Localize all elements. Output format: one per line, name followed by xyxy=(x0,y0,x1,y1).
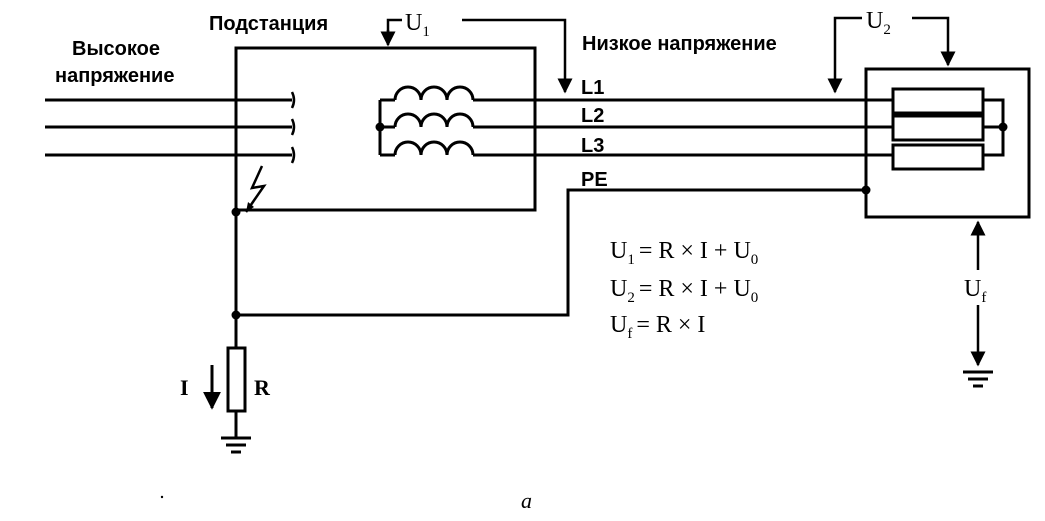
equation-u1: U1= R × I + U0 xyxy=(610,238,758,268)
equation-uf: Uf= R × I xyxy=(610,312,705,342)
low-voltage-label: Низкое напряжение xyxy=(582,33,777,55)
fault-lightning-icon xyxy=(244,165,267,213)
speck xyxy=(160,495,164,499)
pe-label: PE xyxy=(581,169,608,191)
low-voltage-lines xyxy=(473,98,893,157)
grounding-conductor xyxy=(231,185,871,348)
star-point-dot xyxy=(375,122,385,132)
high-voltage-label-1: Высокое xyxy=(72,38,160,60)
l1-label: L1 xyxy=(581,77,604,99)
u1-symbol: U1 xyxy=(405,10,430,40)
l2-label: L2 xyxy=(581,105,604,127)
equation-u2: U2= R × I + U0 xyxy=(610,276,758,306)
l3-label: L3 xyxy=(581,135,604,157)
resistor-label: R xyxy=(254,375,271,400)
uf-measure-arrow xyxy=(963,220,993,388)
current-label: I xyxy=(180,375,189,400)
high-voltage-lines xyxy=(45,91,296,164)
u2-measure-arrow xyxy=(827,16,956,94)
transformer-windings xyxy=(375,85,475,157)
u1-measure-arrow xyxy=(380,18,573,94)
figure-caption: a xyxy=(521,488,532,513)
earth-resistor xyxy=(221,346,251,454)
uf-symbol: Uf xyxy=(964,276,986,306)
substation-label: Подстанция xyxy=(209,13,328,35)
substation-box xyxy=(234,46,537,212)
u2-symbol: U2 xyxy=(866,8,891,38)
consumer-box xyxy=(864,67,1031,219)
equations: U1= R × I + U0 U2= R × I + U0 Uf= R × I xyxy=(610,238,758,342)
high-voltage-label-2: напряжение xyxy=(55,65,174,87)
